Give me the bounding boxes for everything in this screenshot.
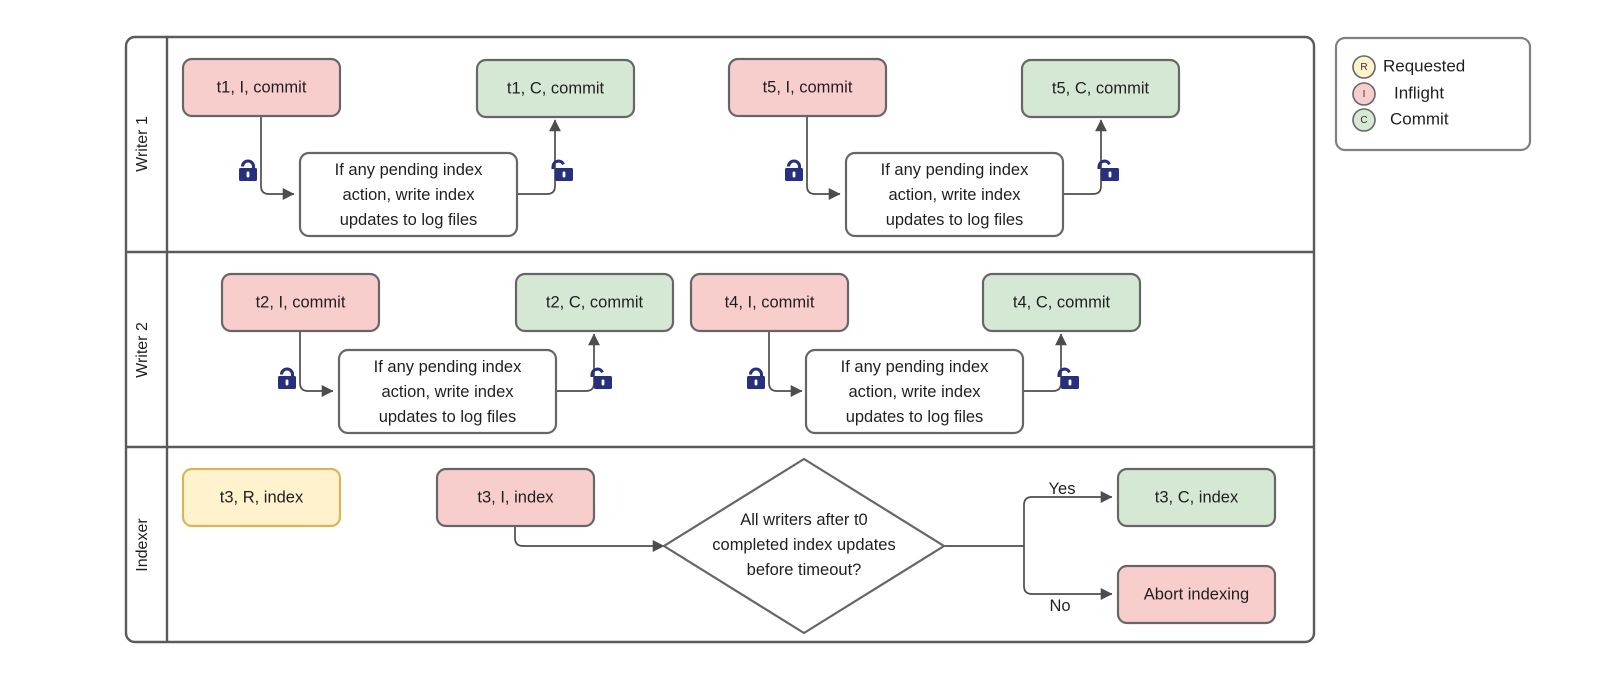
node-label: t3, I, index [477, 488, 554, 506]
node-w2-t4-inflight[interactable]: t4, I, commit [689, 272, 850, 333]
process-w2-b[interactable]: If any pending index action, write index… [804, 348, 1025, 435]
legend-item-commit: C Commit [1352, 108, 1449, 132]
node-w2-t2-commit[interactable]: t2, C, commit [514, 272, 675, 333]
node-label: t1, I, commit [217, 78, 307, 96]
legend-label-inflight: Inflight [1394, 83, 1444, 102]
connector-w2a-start-to-process [299, 330, 334, 397]
node-label: t1, C, commit [507, 79, 605, 97]
connector-w1b-process-to-end [1063, 119, 1107, 195]
lane-label-writer-2: Writer 2 [134, 322, 151, 378]
lane-label-indexer: Indexer [134, 518, 151, 572]
process-line-1: If any pending index [374, 358, 522, 376]
legend-badge-commit [1352, 108, 1376, 132]
node-indexer-t3-inflight[interactable]: t3, I, index [435, 467, 596, 528]
node-label: t5, C, commit [1052, 79, 1150, 97]
node-indexer-t3-requested[interactable]: t3, R, index [181, 467, 342, 528]
process-w1-b[interactable]: If any pending index action, write index… [844, 151, 1065, 238]
connector-w2b-process-to-end [1023, 333, 1067, 392]
lock-closed-icon [278, 367, 296, 389]
process-line-3: updates to log files [886, 211, 1024, 229]
legend-badge-requested [1352, 55, 1376, 79]
connector-branch-no [1023, 545, 1113, 600]
node-label: t4, C, commit [1013, 293, 1111, 311]
connector-w2b-start-to-process [768, 330, 803, 397]
node-label: t3, R, index [220, 488, 304, 506]
lock-closed-icon [747, 367, 765, 389]
process-line-1: If any pending index [881, 161, 1029, 179]
lock-open-icon [1097, 159, 1119, 181]
process-line-1: If any pending index [335, 161, 483, 179]
legend-item-inflight: I Inflight [1352, 82, 1444, 106]
process-line-3: updates to log files [846, 408, 984, 426]
process-line-2: action, write index [342, 186, 475, 204]
lock-closed-icon [785, 159, 803, 181]
legend-label-commit: Commit [1390, 109, 1449, 128]
decision-line-1: All writers after t0 [740, 511, 867, 529]
decision-line-3: before timeout? [747, 561, 862, 579]
node-w1-t1-commit[interactable]: t1, C, commit [475, 58, 636, 119]
node-indexer-t3-commit[interactable]: t3, C, index [1116, 467, 1277, 528]
lock-open-icon [551, 159, 573, 181]
process-w2-a[interactable]: If any pending index action, write index… [337, 348, 558, 435]
legend-item-requested: R Requested [1352, 55, 1465, 79]
connector-w1a-process-to-end [517, 119, 561, 195]
node-label: t4, I, commit [725, 293, 815, 311]
node-w1-t5-inflight[interactable]: t5, I, commit [727, 57, 888, 118]
node-label: t2, C, commit [546, 293, 644, 311]
connector-w2a-process-to-end [556, 333, 600, 392]
legend-badge-letter: I [1363, 89, 1366, 100]
process-line-2: action, write index [848, 383, 981, 401]
process-line-2: action, write index [381, 383, 514, 401]
lock-closed-icon [239, 159, 257, 181]
node-label: t2, I, commit [256, 293, 346, 311]
lock-open-icon [1057, 367, 1079, 389]
process-line-3: updates to log files [379, 408, 517, 426]
legend-badge-inflight [1352, 82, 1376, 106]
connector-w1a-start-to-process [260, 116, 295, 200]
node-w2-t4-commit[interactable]: t4, C, commit [981, 272, 1142, 333]
process-line-3: updates to log files [340, 211, 478, 229]
edge-label-no: No [1049, 597, 1070, 615]
node-label: t3, C, index [1155, 488, 1239, 506]
node-indexer-abort[interactable]: Abort indexing [1116, 564, 1277, 625]
node-w2-t2-inflight[interactable]: t2, I, commit [220, 272, 381, 333]
decision-all-writers-completed[interactable]: All writers after t0 completed index upd… [661, 457, 947, 635]
legend-box [1334, 36, 1532, 152]
node-label: t5, I, commit [763, 78, 853, 96]
connector-w1b-start-to-process [806, 116, 841, 200]
connector-indexer-inflight-to-decision [514, 525, 665, 552]
legend-label-requested: Requested [1383, 56, 1465, 75]
lock-open-icon [590, 367, 612, 389]
connector-branch-yes [1023, 491, 1113, 547]
node-w1-t1-inflight[interactable]: t1, I, commit [181, 57, 342, 118]
legend-badge-letter: R [1360, 62, 1367, 73]
edge-label-yes: Yes [1049, 480, 1076, 498]
lane-label-writer-1: Writer 1 [134, 116, 151, 172]
decision-line-2: completed index updates [712, 536, 895, 554]
process-w1-a[interactable]: If any pending index action, write index… [298, 151, 519, 238]
process-line-1: If any pending index [841, 358, 989, 376]
process-line-2: action, write index [888, 186, 1021, 204]
node-w1-t5-commit[interactable]: t5, C, commit [1020, 58, 1181, 119]
legend-badge-letter: C [1360, 115, 1367, 126]
node-label: Abort indexing [1144, 585, 1250, 603]
